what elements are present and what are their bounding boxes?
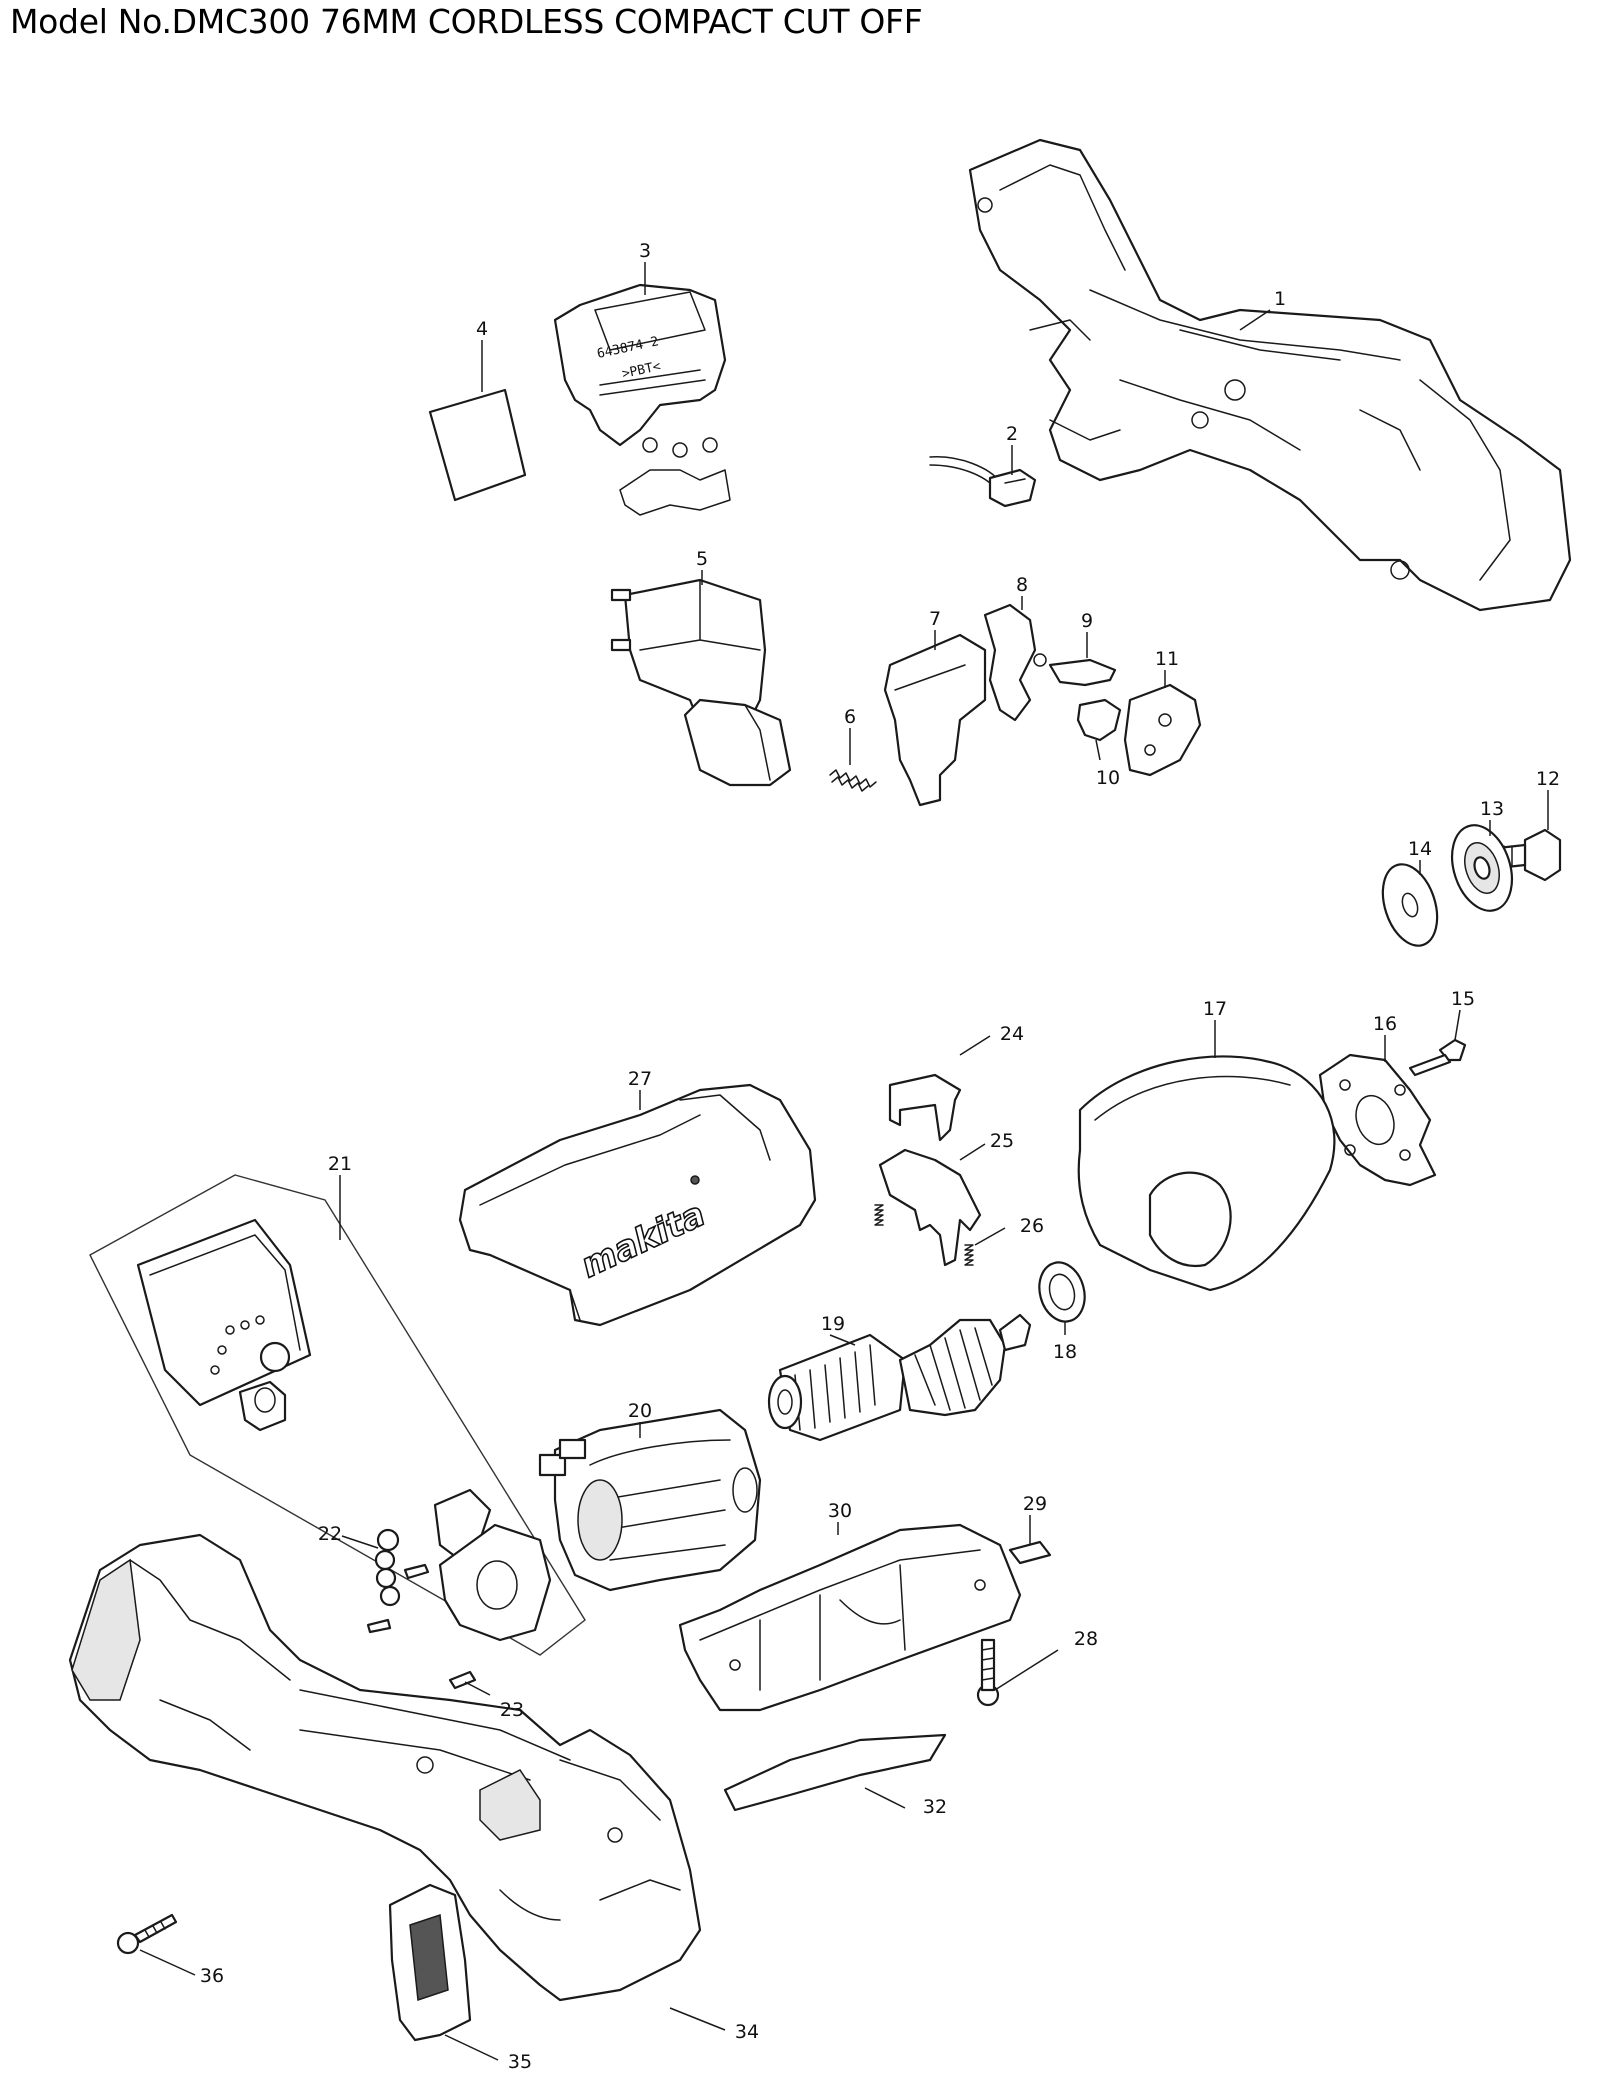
callout-2: 2: [1006, 423, 1018, 445]
callout-17: 17: [1203, 998, 1227, 1020]
callout-25: 25: [990, 1130, 1014, 1152]
part-25-holder-plate: [878, 1148, 982, 1267]
part-34-main-housing: [68, 1533, 702, 2002]
callout-22: 22: [318, 1523, 342, 1545]
part-10-small-lever: [1076, 698, 1122, 742]
callout-19: 19: [821, 1313, 845, 1335]
part-4-label: [428, 388, 527, 502]
callout-3: 3: [639, 240, 651, 262]
callout-8: 8: [1016, 574, 1028, 596]
part-18-bearing: [1038, 1261, 1086, 1323]
callout-35: 35: [508, 2051, 532, 2073]
part-14-inner-flange: [1381, 863, 1439, 947]
diagram-title: Model No.DMC300 76MM CORDLESS COMPACT CU…: [10, 2, 923, 41]
part-1-housing-bracket: [968, 138, 1572, 612]
part-19-armature: [767, 1313, 1032, 1442]
callout-15: 15: [1451, 988, 1475, 1010]
callout-18: 18: [1053, 1341, 1077, 1363]
part-20-stator: [538, 1408, 762, 1592]
part-35-terminal-cover: [388, 1883, 472, 2042]
callout-29: 29: [1023, 1493, 1047, 1515]
callout-7: 7: [929, 608, 941, 630]
part-24-clip: [888, 1073, 962, 1142]
callout-27: 27: [628, 1068, 652, 1090]
callout-32: 32: [923, 1796, 947, 1818]
part-7-lever: [883, 633, 987, 807]
callout-16: 16: [1373, 1013, 1397, 1035]
part-28-screw: [976, 1638, 1000, 1707]
part-6-spring: [829, 769, 877, 792]
part-2-led-light: [929, 456, 1037, 508]
part-11-pivot-plate: [1123, 683, 1202, 777]
callout-11: 11: [1155, 648, 1179, 670]
part-9-leaf-spring: [1048, 658, 1117, 687]
part-17-wheel-guard: [1077, 1055, 1336, 1292]
callout-23: 23: [500, 1699, 524, 1721]
part-23-brush-plate: [433, 1488, 552, 1690]
callout-5: 5: [696, 548, 708, 570]
part-5-switch: [610, 578, 792, 787]
callout-28: 28: [1074, 1628, 1098, 1650]
callout-1: 1: [1274, 288, 1286, 310]
part-13-outer-flange: [1451, 824, 1513, 912]
part-8-lock-lever: [983, 603, 1047, 722]
callout-14: 14: [1408, 838, 1432, 860]
callout-13: 13: [1480, 798, 1504, 820]
part-26-springs: [874, 1204, 974, 1266]
callout-34: 34: [735, 2021, 759, 2043]
part-27-battery-cover: makita: [458, 1083, 817, 1327]
callout-24: 24: [1000, 1023, 1024, 1045]
callout-6: 6: [844, 706, 856, 728]
part-32-label-sheet: [723, 1733, 947, 1812]
callout-21: 21: [328, 1153, 352, 1175]
part-30-housing-bottom: [678, 1523, 1022, 1712]
callout-30: 30: [828, 1500, 852, 1522]
part-22-screws: [366, 1528, 430, 1634]
part-15-screw: [1408, 1038, 1467, 1077]
part-29-insert: [1008, 1540, 1052, 1565]
callout-26: 26: [1020, 1215, 1044, 1237]
callout-9: 9: [1081, 610, 1093, 632]
callout-36: 36: [200, 1965, 224, 1987]
leader-lines: [139, 262, 1549, 2061]
part-21-controller-group: [89, 1174, 586, 1656]
callout-20: 20: [628, 1400, 652, 1422]
callout-labels: 1 2 3 4 5 6 7 8 9 10 11 12 13 14 15 16 1…: [200, 240, 1560, 2073]
callout-12: 12: [1536, 768, 1560, 790]
callout-4: 4: [476, 318, 488, 340]
part-36-screw: [116, 1913, 178, 1955]
part-3-terminal: 643874 2 >PBT<: [553, 283, 731, 516]
callout-10: 10: [1096, 767, 1120, 789]
